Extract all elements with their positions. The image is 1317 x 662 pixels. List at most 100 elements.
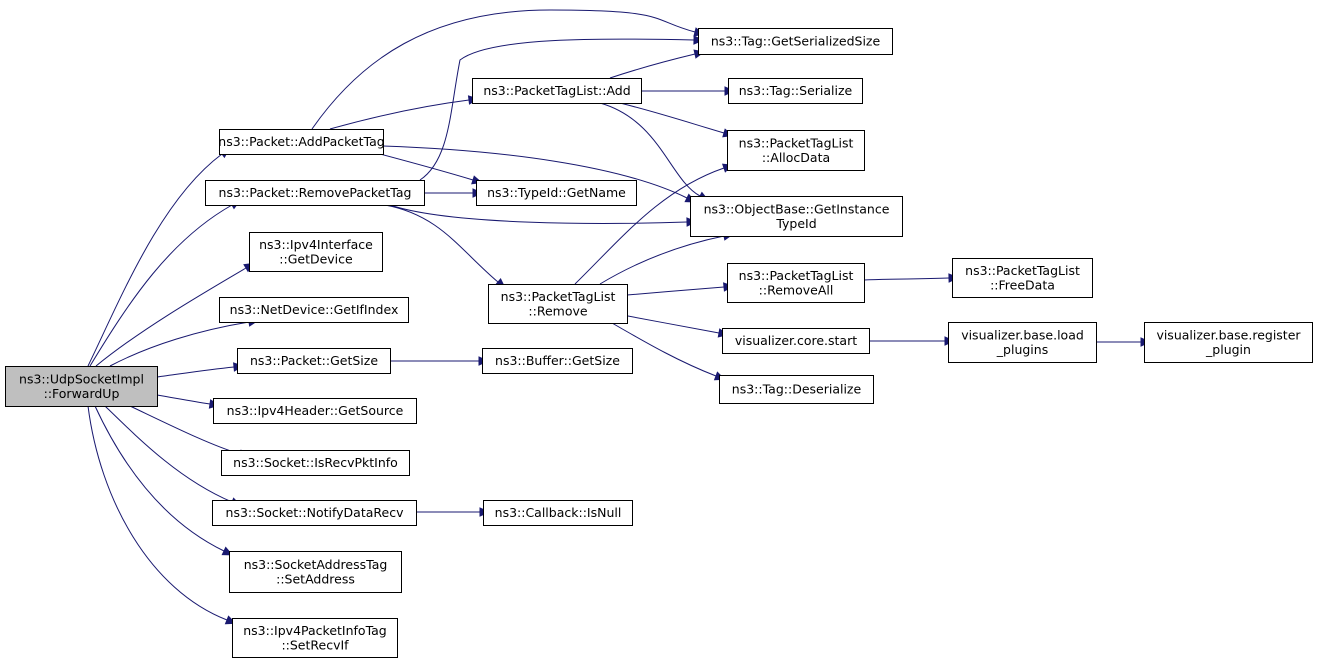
node-label-line: ns3::Packet::RemovePacketTag: [219, 185, 412, 200]
edge-forwardup-to-setaddress: [94, 405, 234, 556]
edge-ptl_removeall-to-ptl_freedata: [863, 273, 960, 283]
node-label-line: visualizer.base.register: [1156, 327, 1301, 342]
node-tag-serialize[interactable]: ns3::Tag::Serialize: [728, 78, 863, 104]
node-box: [476, 180, 637, 206]
edge-line: [863, 277, 950, 281]
node-isrecvpktinfo[interactable]: ns3::Socket::IsRecvPktInfo: [221, 450, 410, 476]
node-label-line: ns3::Socket::IsRecvPktInfo: [233, 455, 398, 470]
node-label-line: ::RemoveAll: [759, 282, 834, 297]
node-vis-core-start[interactable]: visualizer.core.start: [722, 328, 870, 354]
node-label-line: ::SetRecvIf: [281, 637, 349, 652]
edge-line: [329, 99, 470, 130]
edge-line: [599, 102, 701, 197]
node-box: [221, 450, 410, 476]
node-label-line: ns3::ObjectBase::GetInstance: [704, 201, 890, 216]
edge-ptl_add-to-ptl_allocdata: [619, 102, 734, 138]
node-ptl-removeall[interactable]: ns3::PacketTagList::RemoveAll: [727, 263, 865, 303]
edge-ptl_remove-to-getinstancetypeid: [599, 231, 735, 285]
node-ptl-freedata[interactable]: ns3::PacketTagList::FreeData: [952, 258, 1093, 298]
node-box: [5, 366, 158, 407]
node-ptl-allocdata[interactable]: ns3::PacketTagList::AllocData: [727, 130, 865, 171]
edge-line: [87, 405, 228, 621]
node-label-line: ::FreeData: [990, 277, 1055, 292]
node-removepackettag[interactable]: ns3::Packet::RemovePacketTag: [205, 180, 425, 206]
edge-line: [379, 153, 474, 181]
node-box: [698, 28, 893, 55]
node-label-line: ns3::Tag::Serialize: [739, 83, 853, 98]
edge-forwardup-to-getsource: [156, 394, 221, 409]
node-getsource[interactable]: ns3::Ipv4Header::GetSource: [213, 398, 417, 424]
node-buffer-getsize[interactable]: ns3::Buffer::GetSize: [482, 348, 633, 374]
edge-line: [609, 53, 696, 79]
function-nodes: ns3::UdpSocketImpl::ForwardUp ns3::Packet…: [5, 28, 1313, 658]
node-label-line: ns3::PacketTagList: [739, 135, 854, 150]
node-box: [1144, 322, 1313, 363]
node-box: [472, 78, 642, 104]
edge-line: [389, 204, 688, 224]
edge-removepackettag-to-tag_getserializedsize: [419, 35, 705, 181]
node-box: [727, 130, 865, 171]
node-label-line: ns3::UdpSocketImpl: [19, 371, 144, 386]
node-vis-load-plugins[interactable]: visualizer.base.load_plugins: [948, 322, 1097, 363]
node-tag-deserialize[interactable]: ns3::Tag::Deserialize: [719, 375, 874, 404]
node-addpackettag[interactable]: ns3::Packet::AddPacketTag: [218, 129, 385, 155]
node-label-line: ns3::Buffer::GetSize: [495, 353, 620, 368]
edge-line: [611, 322, 717, 377]
node-vis-register-plugin[interactable]: visualizer.base.register_plugin: [1144, 322, 1313, 363]
edge-line: [156, 366, 235, 378]
edge-line: [626, 286, 725, 296]
node-box: [727, 263, 865, 303]
edge-addpackettag-to-tag_getserializedsize: [311, 9, 705, 130]
node-forwardup[interactable]: ns3::UdpSocketImpl::ForwardUp: [5, 366, 158, 407]
node-box: [948, 322, 1097, 363]
edge-packet_getsize-to-buffer_getsize: [390, 356, 490, 366]
edge-line: [87, 153, 223, 367]
node-label-line: ns3::Socket::NotifyDataRecv: [226, 505, 405, 520]
node-box: [232, 618, 398, 658]
node-box: [728, 78, 863, 104]
node-ptl-add[interactable]: ns3::PacketTagList::Add: [472, 78, 642, 104]
node-box: [219, 297, 409, 323]
edge-vis_core_start-to-vis_load_plugins: [868, 336, 956, 346]
node-label-line: visualizer.base.load: [961, 327, 1084, 342]
node-box: [722, 328, 870, 354]
node-ptl-remove[interactable]: ns3::PacketTagList::Remove: [488, 284, 628, 324]
node-setrecvif[interactable]: ns3::Ipv4PacketInfoTag::SetRecvIf: [232, 618, 398, 658]
node-box: [249, 232, 383, 272]
node-label-line: ::SetAddress: [276, 571, 355, 586]
node-label-line: ns3::NetDevice::GetIfIndex: [230, 302, 399, 317]
node-box: [219, 129, 384, 155]
edge-line: [95, 267, 247, 367]
node-label-line: ::ForwardUp: [44, 386, 120, 401]
node-callback-isnull[interactable]: ns3::Callback::IsNull: [483, 500, 633, 526]
node-notifydatarecv[interactable]: ns3::Socket::NotifyDataRecv: [212, 500, 417, 526]
node-label-line: ns3::Tag::GetSerializedSize: [711, 34, 881, 49]
node-box: [952, 258, 1093, 298]
edge-addpackettag-to-ptl_add: [329, 95, 480, 130]
edge-line: [156, 394, 211, 405]
node-label-line: ns3::SocketAddressTag: [244, 557, 388, 572]
edge-line: [419, 38, 695, 181]
edge-line: [619, 102, 725, 134]
node-tag-getserializedsize[interactable]: ns3::Tag::GetSerializedSize: [698, 28, 893, 55]
node-ipv4if-getdevice[interactable]: ns3::Ipv4Interface::GetDevice: [249, 232, 383, 272]
node-label-line: ns3::Packet::GetSize: [250, 353, 378, 368]
node-box: [690, 196, 903, 237]
node-box: [483, 500, 633, 526]
edge-line: [89, 204, 233, 367]
node-typeid-getname[interactable]: ns3::TypeId::GetName: [476, 180, 637, 206]
node-getifindex[interactable]: ns3::NetDevice::GetIfIndex: [219, 297, 409, 323]
edge-removepackettag-to-ptl_remove: [384, 204, 506, 289]
edge-line: [574, 167, 725, 285]
edge-removepackettag-to-getinstancetypeid: [389, 204, 698, 227]
edge-line: [311, 9, 696, 130]
edge-line: [611, 312, 720, 334]
edge-notifydatarecv-to-callback_isnull: [415, 507, 491, 517]
node-box: [212, 500, 417, 526]
node-packet-getsize[interactable]: ns3::Packet::GetSize: [237, 348, 391, 374]
edge-forwardup-to-removepackettag: [89, 200, 241, 367]
edge-line: [104, 405, 233, 503]
node-setaddress[interactable]: ns3::SocketAddressTag::SetAddress: [229, 551, 402, 593]
